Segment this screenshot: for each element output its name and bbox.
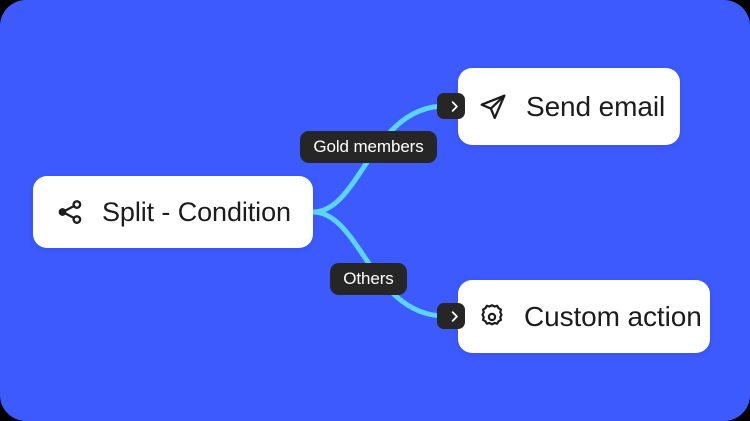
- chevron-right-icon: [448, 100, 461, 113]
- connector-handle-custom-action[interactable]: [437, 303, 465, 329]
- chevron-right-icon: [448, 310, 461, 323]
- node-send-email[interactable]: Send email: [458, 68, 680, 145]
- node-split-condition[interactable]: Split - Condition: [33, 176, 313, 248]
- node-custom-action[interactable]: Custom action: [458, 280, 710, 353]
- node-split-condition-label: Split - Condition: [102, 196, 291, 227]
- branch-label-others-text: Others: [343, 269, 394, 288]
- branch-label-gold-members-text: Gold members: [313, 137, 424, 156]
- gear-icon: [477, 302, 507, 332]
- paper-plane-icon: [477, 91, 509, 123]
- share-split-icon: [55, 197, 85, 227]
- node-send-email-label: Send email: [526, 90, 666, 122]
- branch-label-others[interactable]: Others: [330, 263, 407, 295]
- node-custom-action-label: Custom action: [524, 300, 702, 332]
- connector-handle-send-email[interactable]: [437, 93, 465, 119]
- branch-label-gold-members[interactable]: Gold members: [300, 131, 437, 163]
